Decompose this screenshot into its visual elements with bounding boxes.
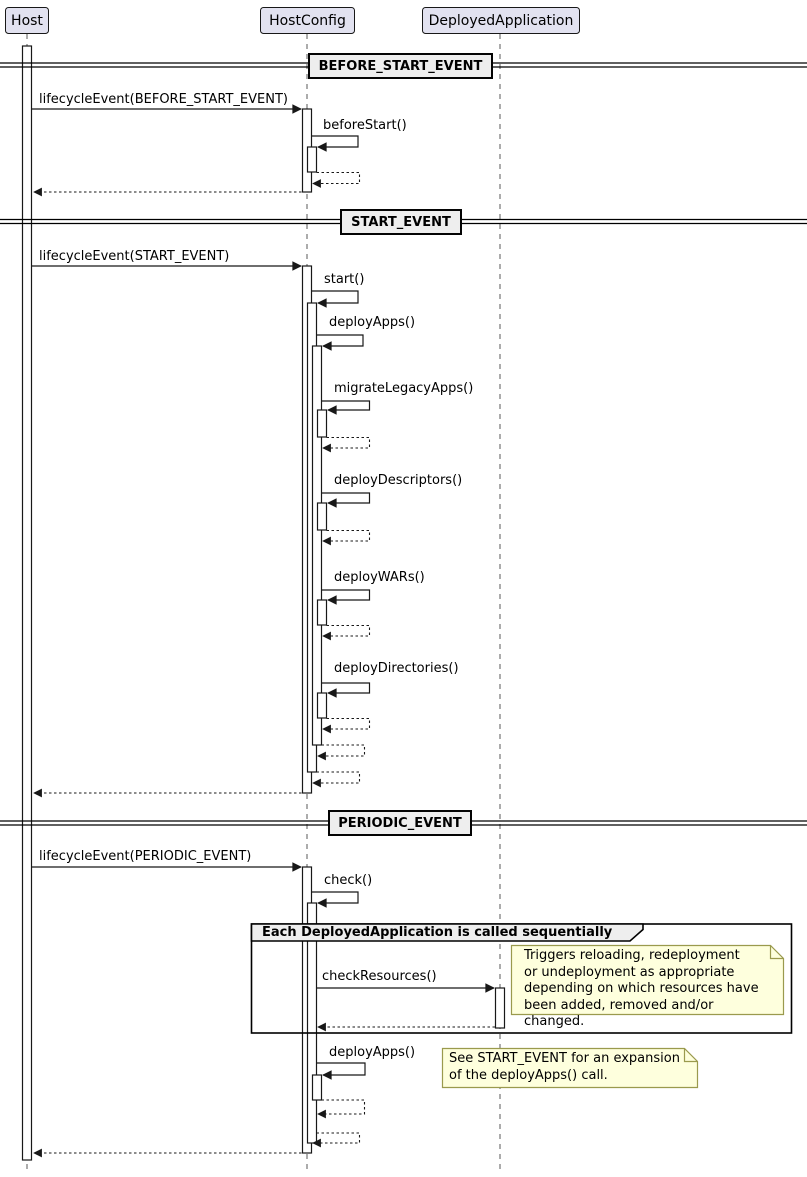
- activation-deployapps: [311, 345, 323, 746]
- divider-before-start-event: BEFORE_START_EVENT: [308, 53, 493, 79]
- activation-beforestart: [306, 146, 318, 173]
- message-start: start(): [324, 272, 365, 287]
- activation-deploydirectories: [316, 692, 328, 719]
- return-migrate-legacy-apps: [322, 436, 371, 453]
- group-label: Each DeployedApplication is called seque…: [262, 925, 613, 940]
- message-deploy-apps-periodic: deployApps(): [329, 1045, 416, 1060]
- message-deploy-directories: deployDirectories(): [334, 661, 459, 676]
- activation-deploywars: [316, 599, 328, 626]
- return-deploy-wars: [322, 624, 371, 641]
- activation-host: [21, 45, 33, 1161]
- arrow-deploy-descriptors-self: [321, 492, 371, 508]
- activation-check: [306, 902, 318, 1144]
- note-check-resources: [510, 944, 785, 1016]
- group-frame-header: [250, 923, 644, 942]
- message-check: check(): [324, 873, 373, 888]
- return-start: [312, 771, 361, 788]
- arrow-deploy-directories-self: [321, 682, 371, 698]
- message-migrate-legacy-apps: migrateLegacyApps(): [334, 381, 474, 396]
- arrow-deploy-wars-self: [321, 589, 371, 605]
- note-deploy-apps: [441, 1047, 699, 1089]
- arrow-start-self: [311, 290, 359, 308]
- return-deploy-apps: [317, 744, 366, 761]
- participant-host: Host: [5, 7, 49, 34]
- divider-periodic-event: PERIODIC_EVENT: [328, 810, 472, 836]
- arrow-check-self: [311, 891, 359, 908]
- message-check-resources: checkResources(): [322, 969, 437, 984]
- return-deploy-descriptors: [322, 529, 371, 546]
- arrow-deploy-apps-periodic-self: [316, 1062, 366, 1080]
- arrow-deploy-apps-self: [316, 334, 364, 351]
- note-deploy-apps-text: See START_EVENT for an expansion of the …: [449, 1051, 680, 1083]
- note-check-resources-fold: [769, 945, 784, 960]
- message-deploy-apps: deployApps(): [329, 315, 416, 330]
- activation-deployapps-periodic: [311, 1074, 323, 1101]
- participant-deployedapplication: DeployedApplication: [422, 7, 580, 34]
- message-lifecycle-before-start: lifecycleEvent(BEFORE_START_EVENT): [39, 92, 288, 107]
- activation-deploydescriptors: [316, 502, 328, 531]
- activation-migratelegacyapps: [316, 409, 328, 438]
- message-deploy-wars: deployWARs(): [334, 570, 425, 585]
- return-check: [312, 1132, 361, 1148]
- arrow-before-start-self: [311, 135, 359, 152]
- arrow-migrate-legacy-apps-self: [321, 400, 371, 415]
- message-deploy-descriptors: deployDescriptors(): [334, 473, 463, 488]
- note-check-resources-text: Triggers reloading, redeployment or unde…: [524, 948, 759, 1029]
- return-before-start: [312, 171, 361, 188]
- message-lifecycle-periodic: lifecycleEvent(PERIODIC_EVENT): [39, 849, 252, 864]
- return-deploy-directories: [322, 717, 371, 734]
- note-deploy-apps-fold: [683, 1048, 698, 1063]
- message-lifecycle-start: lifecycleEvent(START_EVENT): [39, 249, 230, 264]
- return-deploy-apps-periodic: [317, 1099, 366, 1119]
- activation-deployedapp-checkresources: [494, 987, 506, 1029]
- divider-start-event: START_EVENT: [340, 209, 462, 235]
- message-before-start: beforeStart(): [323, 118, 407, 133]
- participant-hostconfig: HostConfig: [260, 7, 355, 34]
